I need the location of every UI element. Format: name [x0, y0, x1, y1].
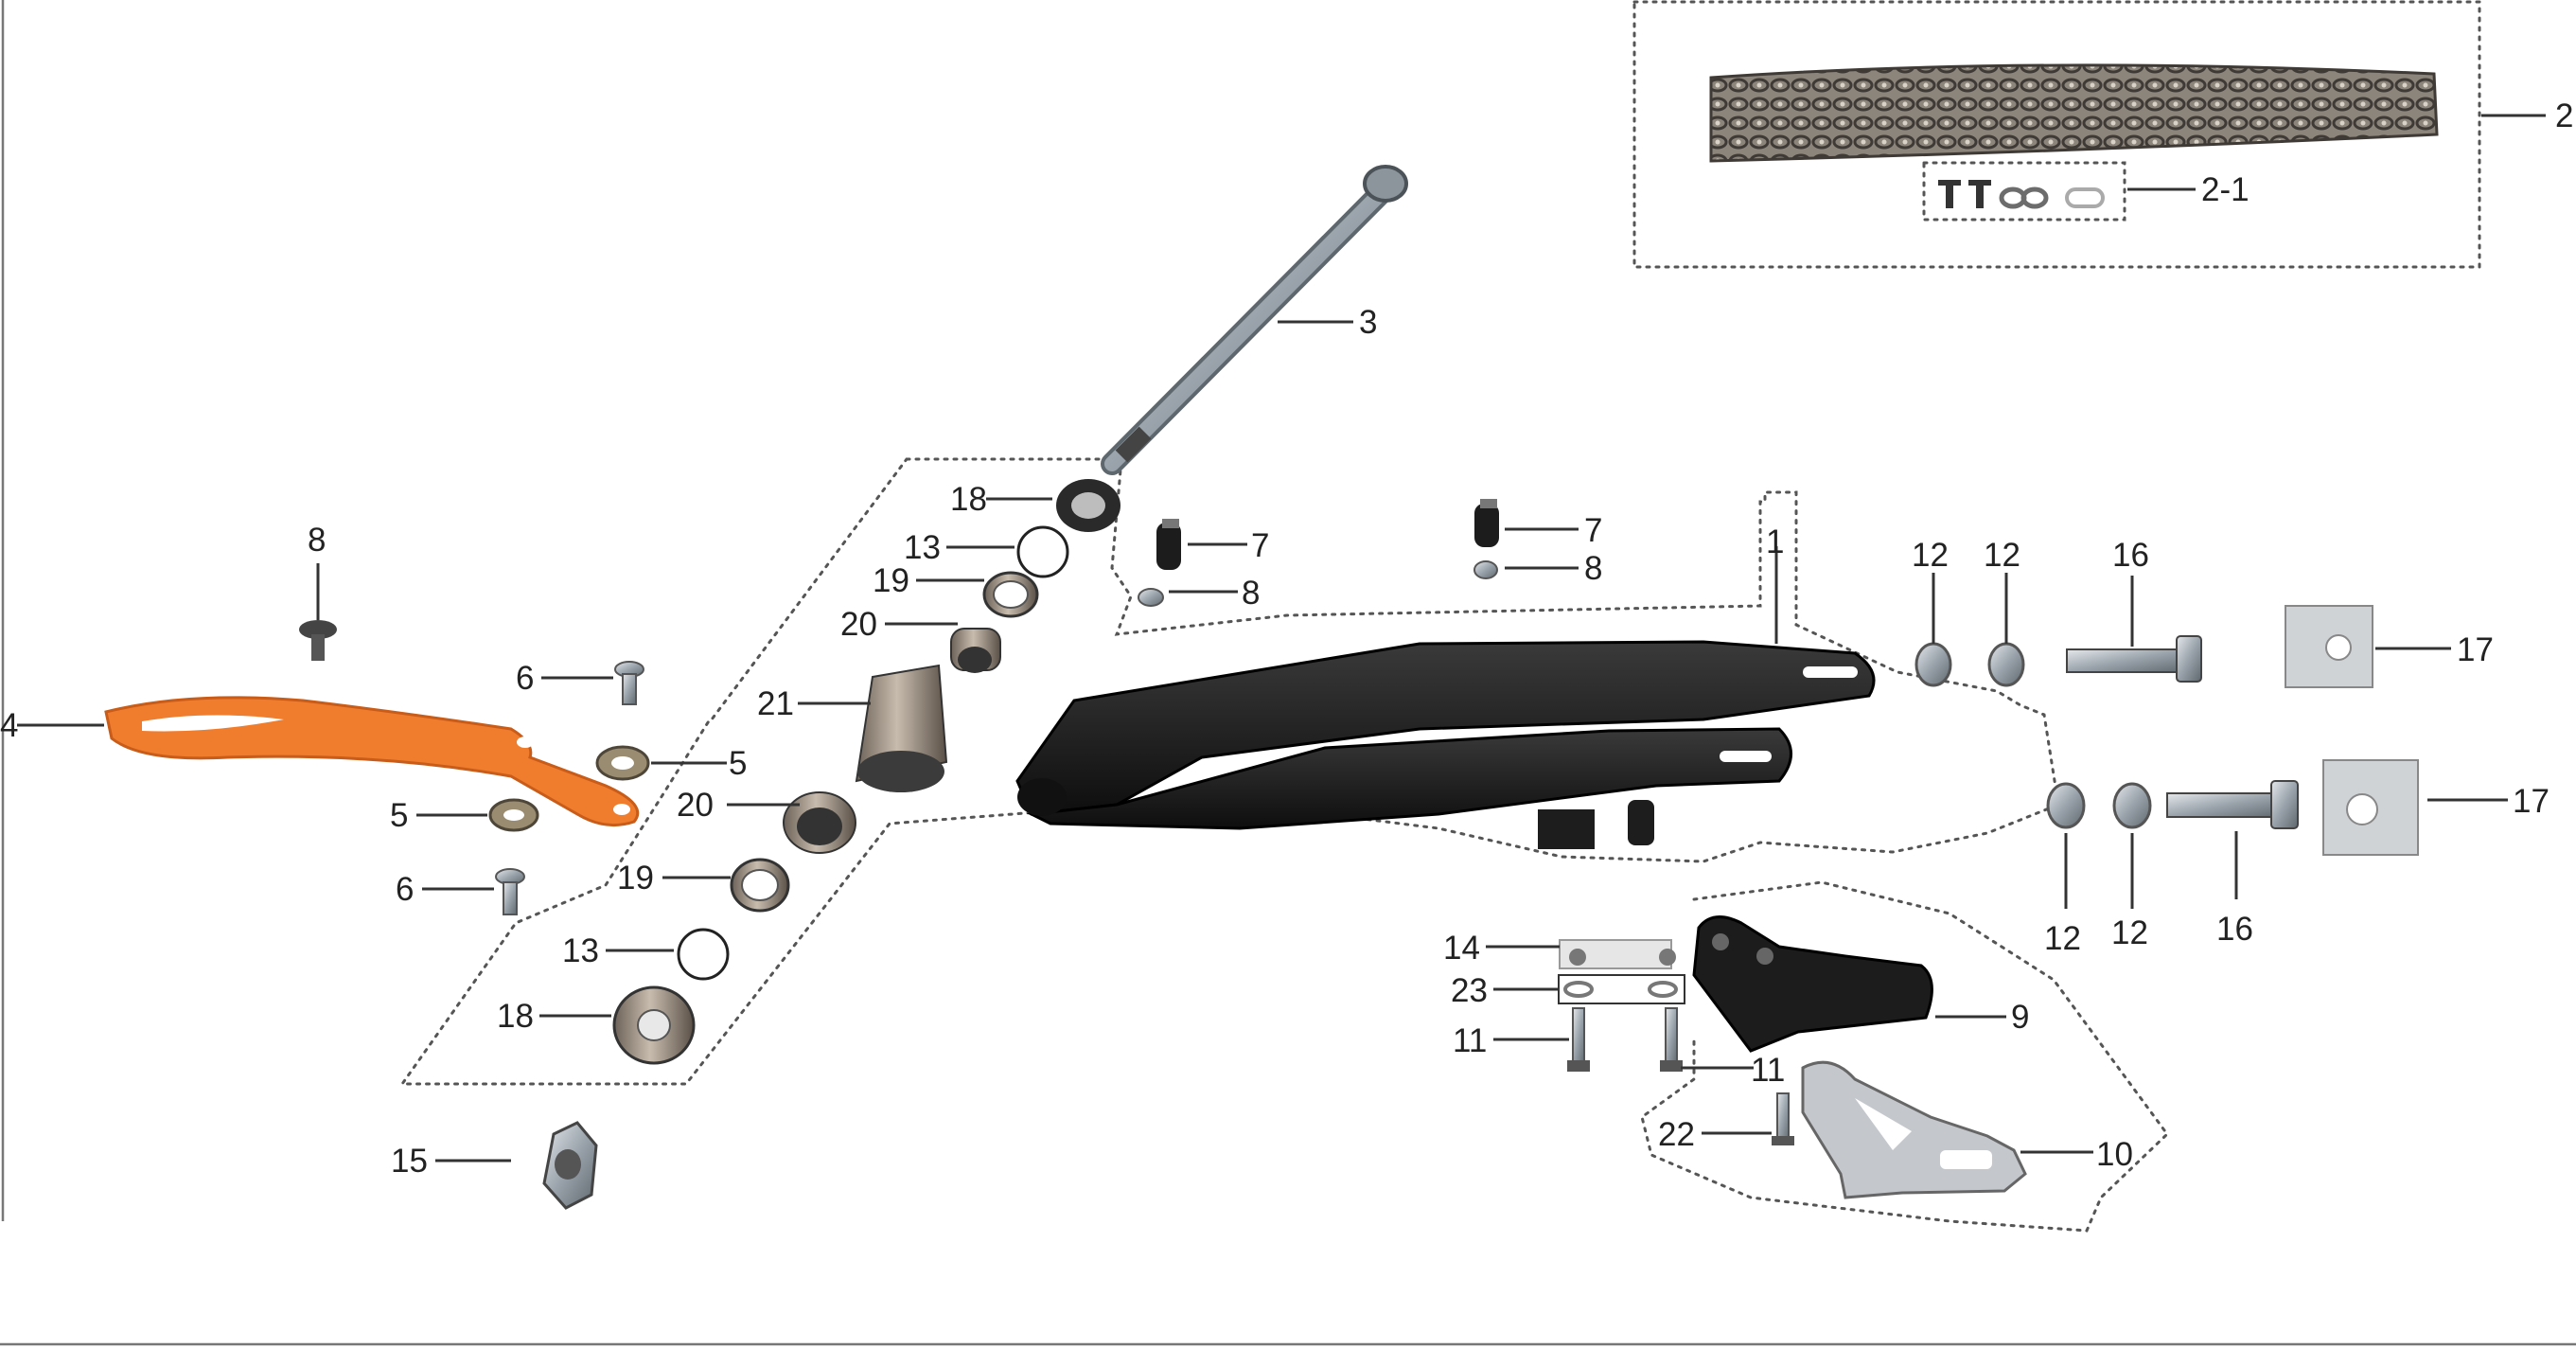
bearing-19-upper	[982, 571, 1039, 618]
nut-12-d	[2112, 782, 2152, 829]
callout-17a: 17	[2457, 631, 2494, 668]
callout-13a: 13	[904, 529, 941, 566]
callout-12d: 12	[2111, 914, 2148, 951]
chain-guide-9	[1692, 915, 1933, 1053]
plate-23	[1558, 974, 1685, 1004]
bolt-11-left	[1567, 1007, 1590, 1072]
nut-12-a	[1914, 642, 1952, 687]
bolt-22	[1772, 1092, 1794, 1145]
callout-14: 14	[1443, 930, 1480, 967]
bolt-6-upper	[614, 661, 644, 705]
callout-12a: 12	[1912, 537, 1949, 574]
callout-12b: 12	[1984, 537, 2020, 574]
callout-7a: 7	[1251, 527, 1269, 564]
callout-21: 21	[757, 685, 794, 722]
clip-7-left	[1156, 519, 1181, 570]
spacer-14	[1559, 939, 1676, 969]
callout-7b: 7	[1584, 512, 1602, 549]
clip-7-right	[1474, 499, 1499, 547]
callout-2-1: 2-1	[2201, 171, 2250, 208]
adjuster-bolt-16-upper	[2066, 635, 2202, 683]
chain-group-outline	[1632, 0, 2481, 269]
callout-6a: 6	[516, 660, 534, 697]
master-link-parts	[1938, 180, 2105, 209]
dust-seal-18-upper	[1056, 479, 1120, 532]
axle-nut-15	[542, 1121, 598, 1210]
nut-8-right	[1473, 560, 1498, 579]
bearing-19-lower	[730, 858, 790, 913]
callout-22: 22	[1658, 1116, 1695, 1153]
dust-seal-18-lower	[612, 985, 696, 1065]
callout-11b: 11	[1751, 1052, 1785, 1089]
callout-6b: 6	[396, 871, 414, 908]
sprocket-guard-10	[1801, 1060, 2027, 1199]
callout-18a: 18	[950, 481, 987, 518]
nut-12-c	[2046, 782, 2086, 829]
bolt-6-lower	[495, 868, 525, 915]
bushing-20-upper	[950, 628, 1001, 673]
callout-9: 9	[2011, 999, 2029, 1036]
callout-18b: 18	[497, 998, 534, 1035]
callout-2: 2	[2555, 98, 2573, 134]
adjuster-bolt-16-lower	[2166, 780, 2299, 829]
o-ring-13-upper	[1016, 525, 1069, 578]
callout-13b: 13	[562, 932, 599, 969]
callout-1: 1	[1766, 524, 1784, 560]
callout-8c: 8	[1584, 550, 1602, 587]
callout-16b: 16	[2216, 911, 2253, 948]
nut-12-b	[1987, 642, 2025, 687]
bolt-11-right	[1660, 1007, 1683, 1072]
callout-19b: 19	[617, 860, 654, 896]
master-link-box	[1922, 161, 2126, 222]
callout-17b: 17	[2513, 783, 2550, 820]
callout-8b: 8	[1242, 575, 1260, 612]
bolt-8-slider	[299, 620, 337, 661]
swingarm-axle	[1101, 165, 1408, 475]
pivot-collar-21	[855, 664, 948, 792]
o-ring-13-lower	[677, 928, 730, 981]
callout-10: 10	[2096, 1136, 2133, 1173]
adjuster-block-17-lower	[2322, 759, 2419, 856]
pivot-group-outline	[399, 457, 2060, 1086]
bushing-20-lower	[783, 791, 856, 854]
adjuster-block-17-upper	[2285, 605, 2373, 688]
callout-5a: 5	[729, 745, 747, 782]
callout-5b: 5	[390, 797, 408, 834]
callout-12c: 12	[2044, 920, 2081, 957]
callout-16a: 16	[2112, 537, 2149, 574]
chain-guide-group-outline	[1640, 880, 2169, 1233]
nut-8-left	[1138, 588, 1164, 607]
callout-20b: 20	[677, 787, 714, 824]
callout-8a: 8	[308, 522, 326, 559]
washer-5-upper	[595, 745, 650, 781]
callout-20a: 20	[840, 606, 877, 643]
washer-5-lower	[488, 798, 539, 832]
chain-slider	[104, 696, 640, 827]
callout-15: 15	[391, 1143, 428, 1180]
callout-11a: 11	[1453, 1022, 1487, 1059]
callout-3: 3	[1359, 304, 1377, 341]
drive-chain	[1709, 63, 2439, 163]
callout-19a: 19	[873, 562, 909, 599]
swingarm	[1015, 640, 1876, 849]
callout-4: 4	[0, 707, 18, 744]
callout-23: 23	[1451, 972, 1488, 1009]
